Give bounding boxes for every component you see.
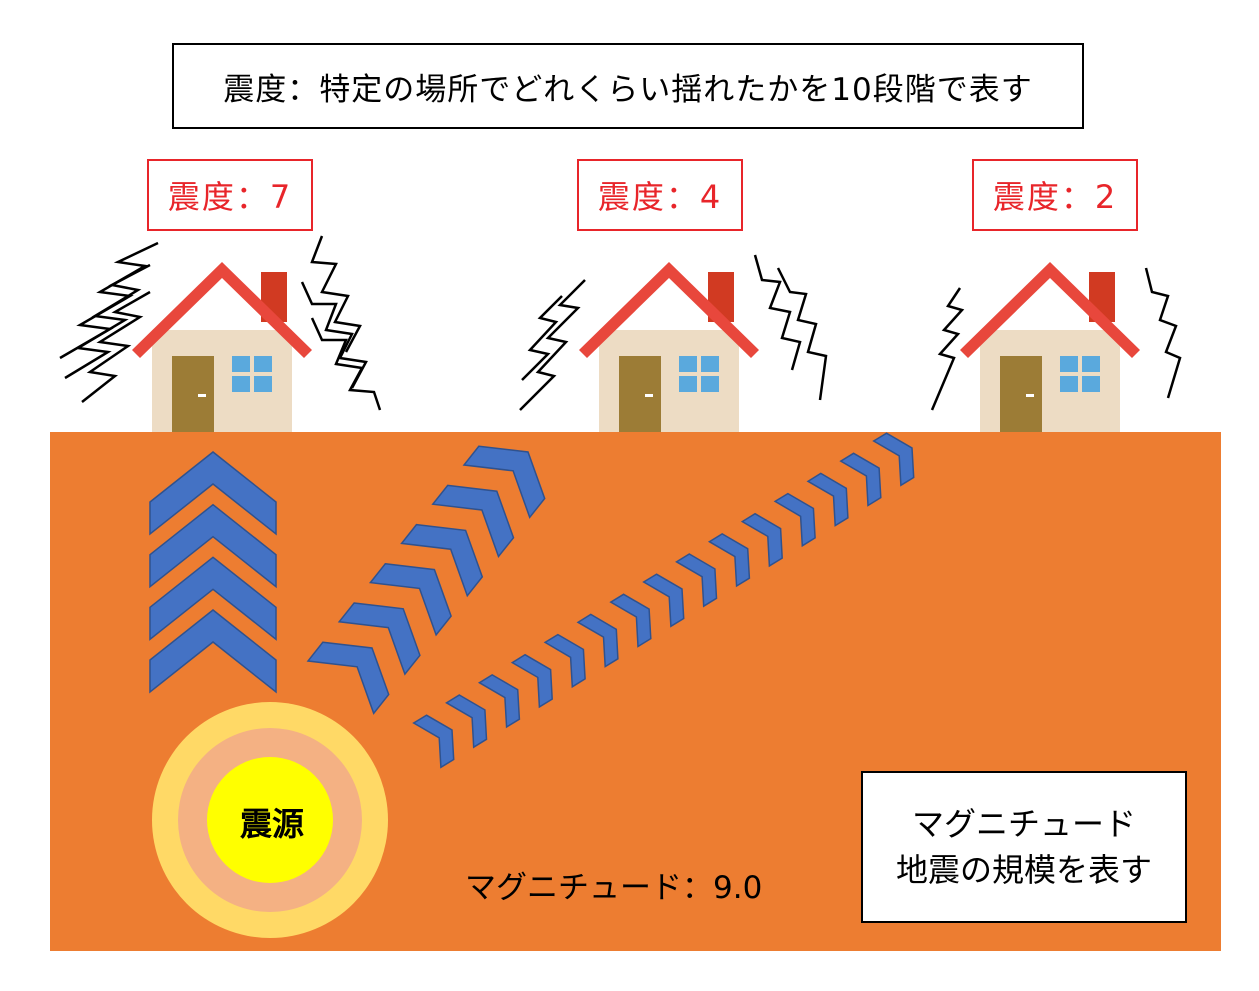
door-handle-icon [198,394,206,397]
hypocenter-label: 震源 [239,805,304,843]
window-icon [679,356,719,392]
door-handle-icon [645,394,653,397]
magnitude-note-box: マグニチュード 地震の規模を表す [861,771,1187,923]
intensity-label-text: 震度：4 [597,178,723,216]
magnitude-value-label: マグニチュード：9.0 [465,870,763,906]
wave-chevron-icon [462,445,546,519]
door-icon [1000,356,1042,432]
wave-chevron-icon [149,451,277,536]
wave-chevron-icon [431,484,515,559]
wave-chevron-icon [337,602,421,676]
intensity-label-text: 震度：2 [992,178,1118,216]
shake-line-icon [519,279,586,411]
wave-chevron-icon [306,641,390,715]
wave-chevron-icon [642,573,685,628]
wave-chevron-icon [149,556,277,641]
door-icon [619,356,661,432]
focus-core [207,757,333,883]
wave-chevron-icon [477,674,521,729]
window-icon [232,356,272,392]
magnitude-note-line-1: マグニチュード [911,805,1136,843]
shake-line-icon [776,267,828,401]
house-3 [960,262,1140,432]
wave-chevron-icon [707,533,751,588]
intensity-label-house-3: 震度：2 [972,159,1138,231]
intensity-label-house-1: 震度：7 [147,159,313,231]
wave-chevron-icon [149,609,277,694]
door-icon [172,356,214,432]
wave-chevron-icon [675,553,718,608]
wave-chevron-icon [839,452,882,507]
shake-line-icon [310,235,362,353]
shake-line-icon [81,290,151,403]
wave-chevron-icon [773,492,816,548]
hypocenter [152,702,388,938]
shake-line-icon [59,241,159,360]
door-handle-icon [1026,394,1034,397]
window-icon [1060,356,1100,392]
magnitude-note-line-2: 地震の規模を表す [895,851,1152,889]
seismic-waves [149,432,915,769]
wave-chevron-icon [400,523,484,598]
shake-line-icon [1144,267,1182,399]
wave-chevron-icon [445,694,488,749]
shake-line-icon [930,287,965,411]
shake-lines [59,235,1182,411]
wave-chevron-icon [576,613,619,668]
wave-chevron-icon [543,633,586,689]
wave-chevron-icon [368,563,452,637]
wave-chevron-icon [740,512,783,568]
title-box: 震度：特定の場所でどれくらい揺れたかを10段階で表す [172,43,1084,129]
wave-chevron-icon [872,432,915,487]
wave-chevron-icon [609,593,652,648]
shake-line-icon [310,317,382,411]
wave-chevron-icon [806,472,849,527]
intensity-label-text: 震度：7 [167,178,293,216]
house-1 [132,262,312,432]
wave-chevron-icon [149,503,277,589]
wave-chevron-icon [412,714,455,769]
shake-line-icon [300,281,368,389]
shake-line-icon [521,295,563,381]
intensity-label-house-2: 震度：4 [577,159,743,231]
title-text: 震度：特定の場所でどれくらい揺れたかを10段階で表す [223,71,1033,108]
wave-chevron-icon [510,653,553,709]
shake-line-icon [753,254,802,371]
shake-line-icon [64,263,151,380]
house-2 [579,262,759,432]
